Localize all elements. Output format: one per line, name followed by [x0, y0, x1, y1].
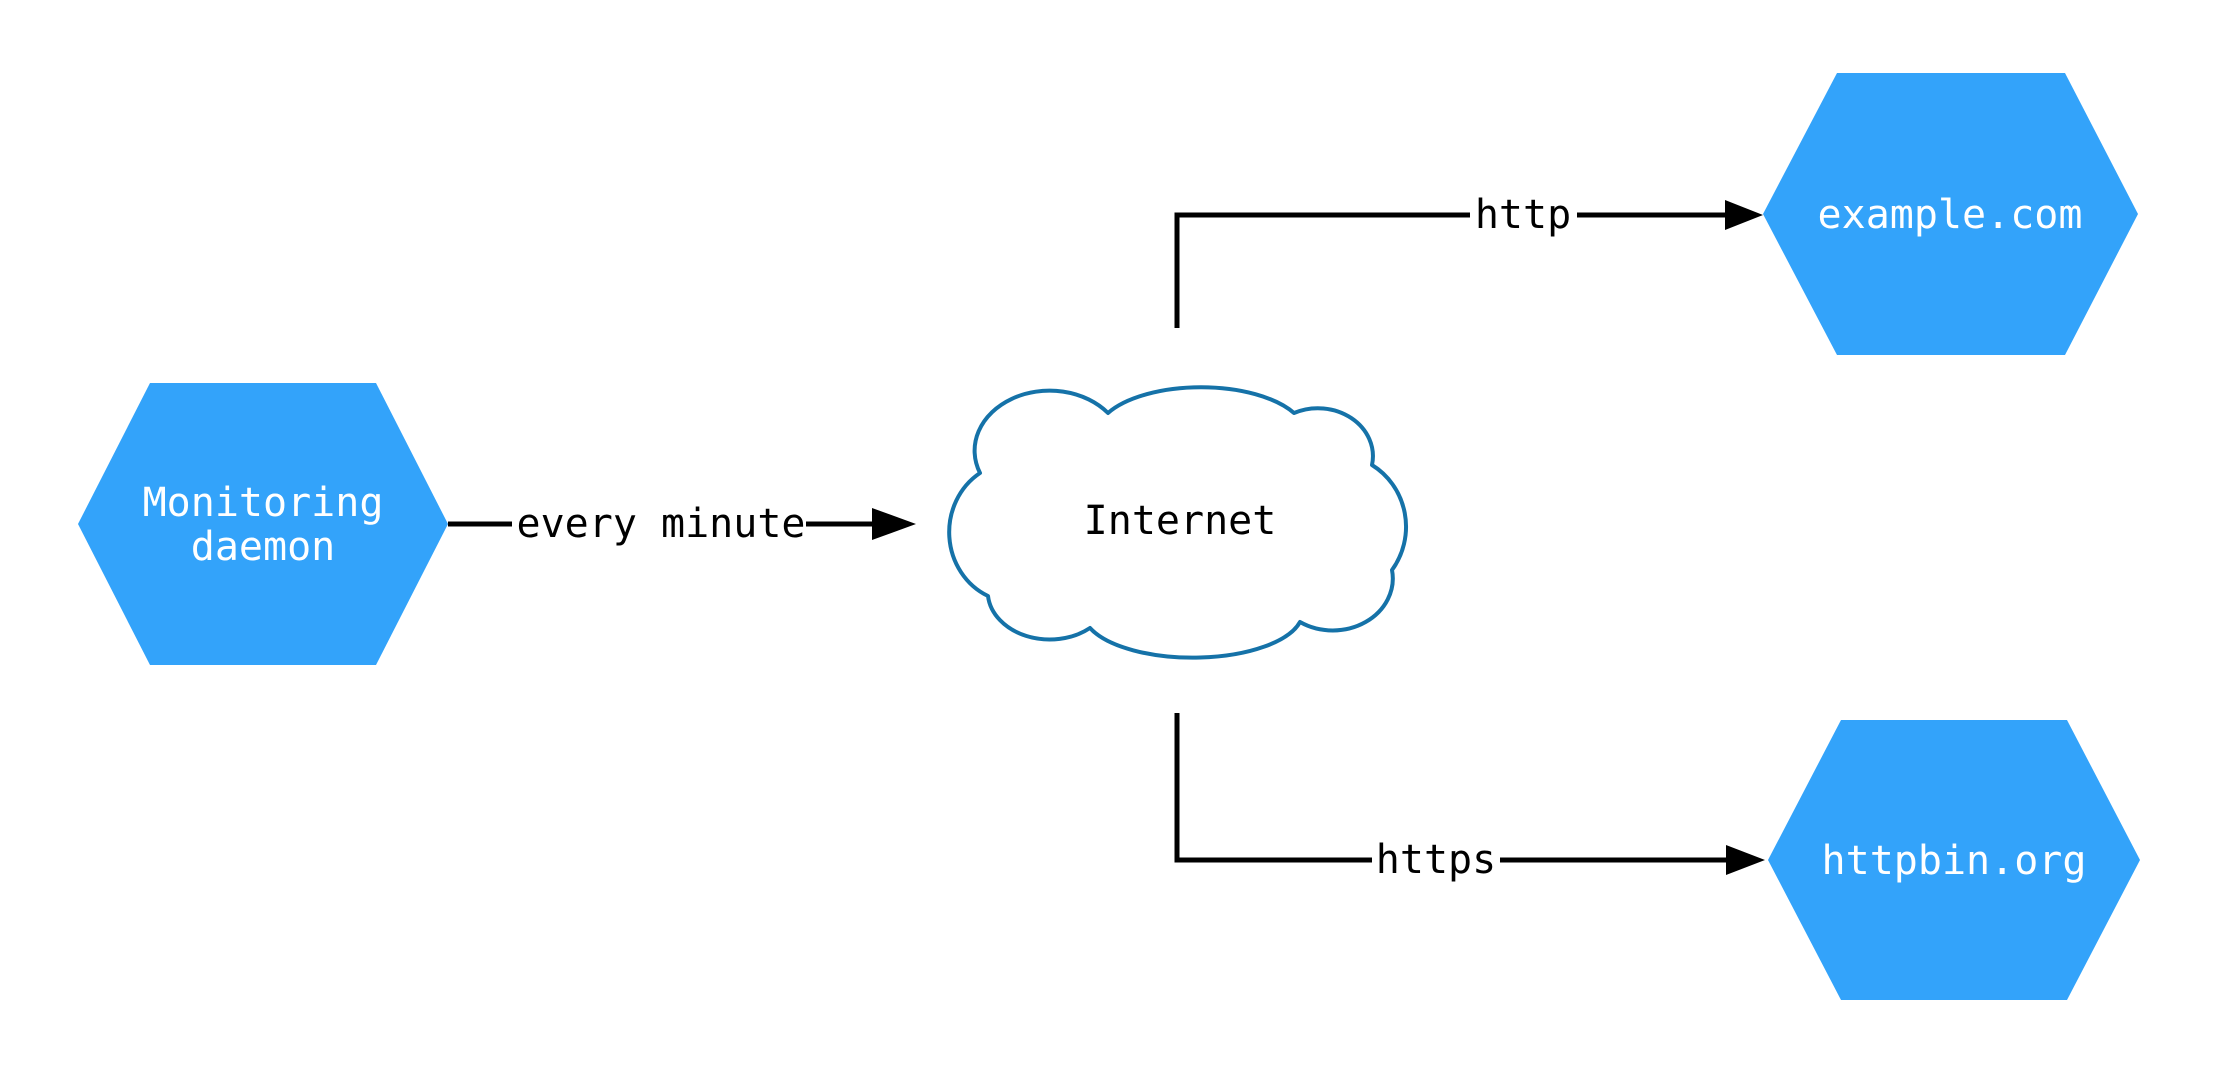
- node-example-com-label: example.com: [1818, 192, 2083, 238]
- edge-every-minute: every minute: [448, 501, 916, 547]
- edge-https-label: https: [1376, 837, 1496, 883]
- node-httpbin-org: httpbin.org: [1768, 720, 2140, 1000]
- node-monitoring-daemon: Monitoring daemon: [78, 383, 448, 665]
- node-internet-label: Internet: [1084, 498, 1277, 544]
- node-httpbin-org-label: httpbin.org: [1822, 838, 2087, 884]
- edge-every-minute-arrowhead-icon: [872, 508, 916, 540]
- edge-http-label: http: [1475, 192, 1571, 238]
- node-httpbin-org-hexagon: [1768, 720, 2140, 1000]
- node-monitoring-daemon-label-line2: daemon: [191, 524, 336, 570]
- node-monitoring-daemon-hexagon: [78, 383, 448, 665]
- edge-https-arrowhead-icon: [1726, 845, 1765, 875]
- edge-https-elbow-line: [1174, 713, 1372, 863]
- edge-http-arrowhead-icon: [1725, 200, 1763, 230]
- node-internet-cloud-shape: [947, 385, 1409, 660]
- node-example-com-hexagon: [1763, 73, 2138, 355]
- edge-every-minute-label: every minute: [517, 501, 806, 547]
- node-example-com: example.com: [1763, 73, 2138, 355]
- edge-https: https: [1174, 713, 1765, 883]
- edge-http: http: [1174, 192, 1763, 328]
- node-monitoring-daemon-label-line1: Monitoring: [143, 480, 384, 526]
- node-internet: Internet: [947, 385, 1409, 660]
- edge-http-elbow-line: [1174, 212, 1470, 328]
